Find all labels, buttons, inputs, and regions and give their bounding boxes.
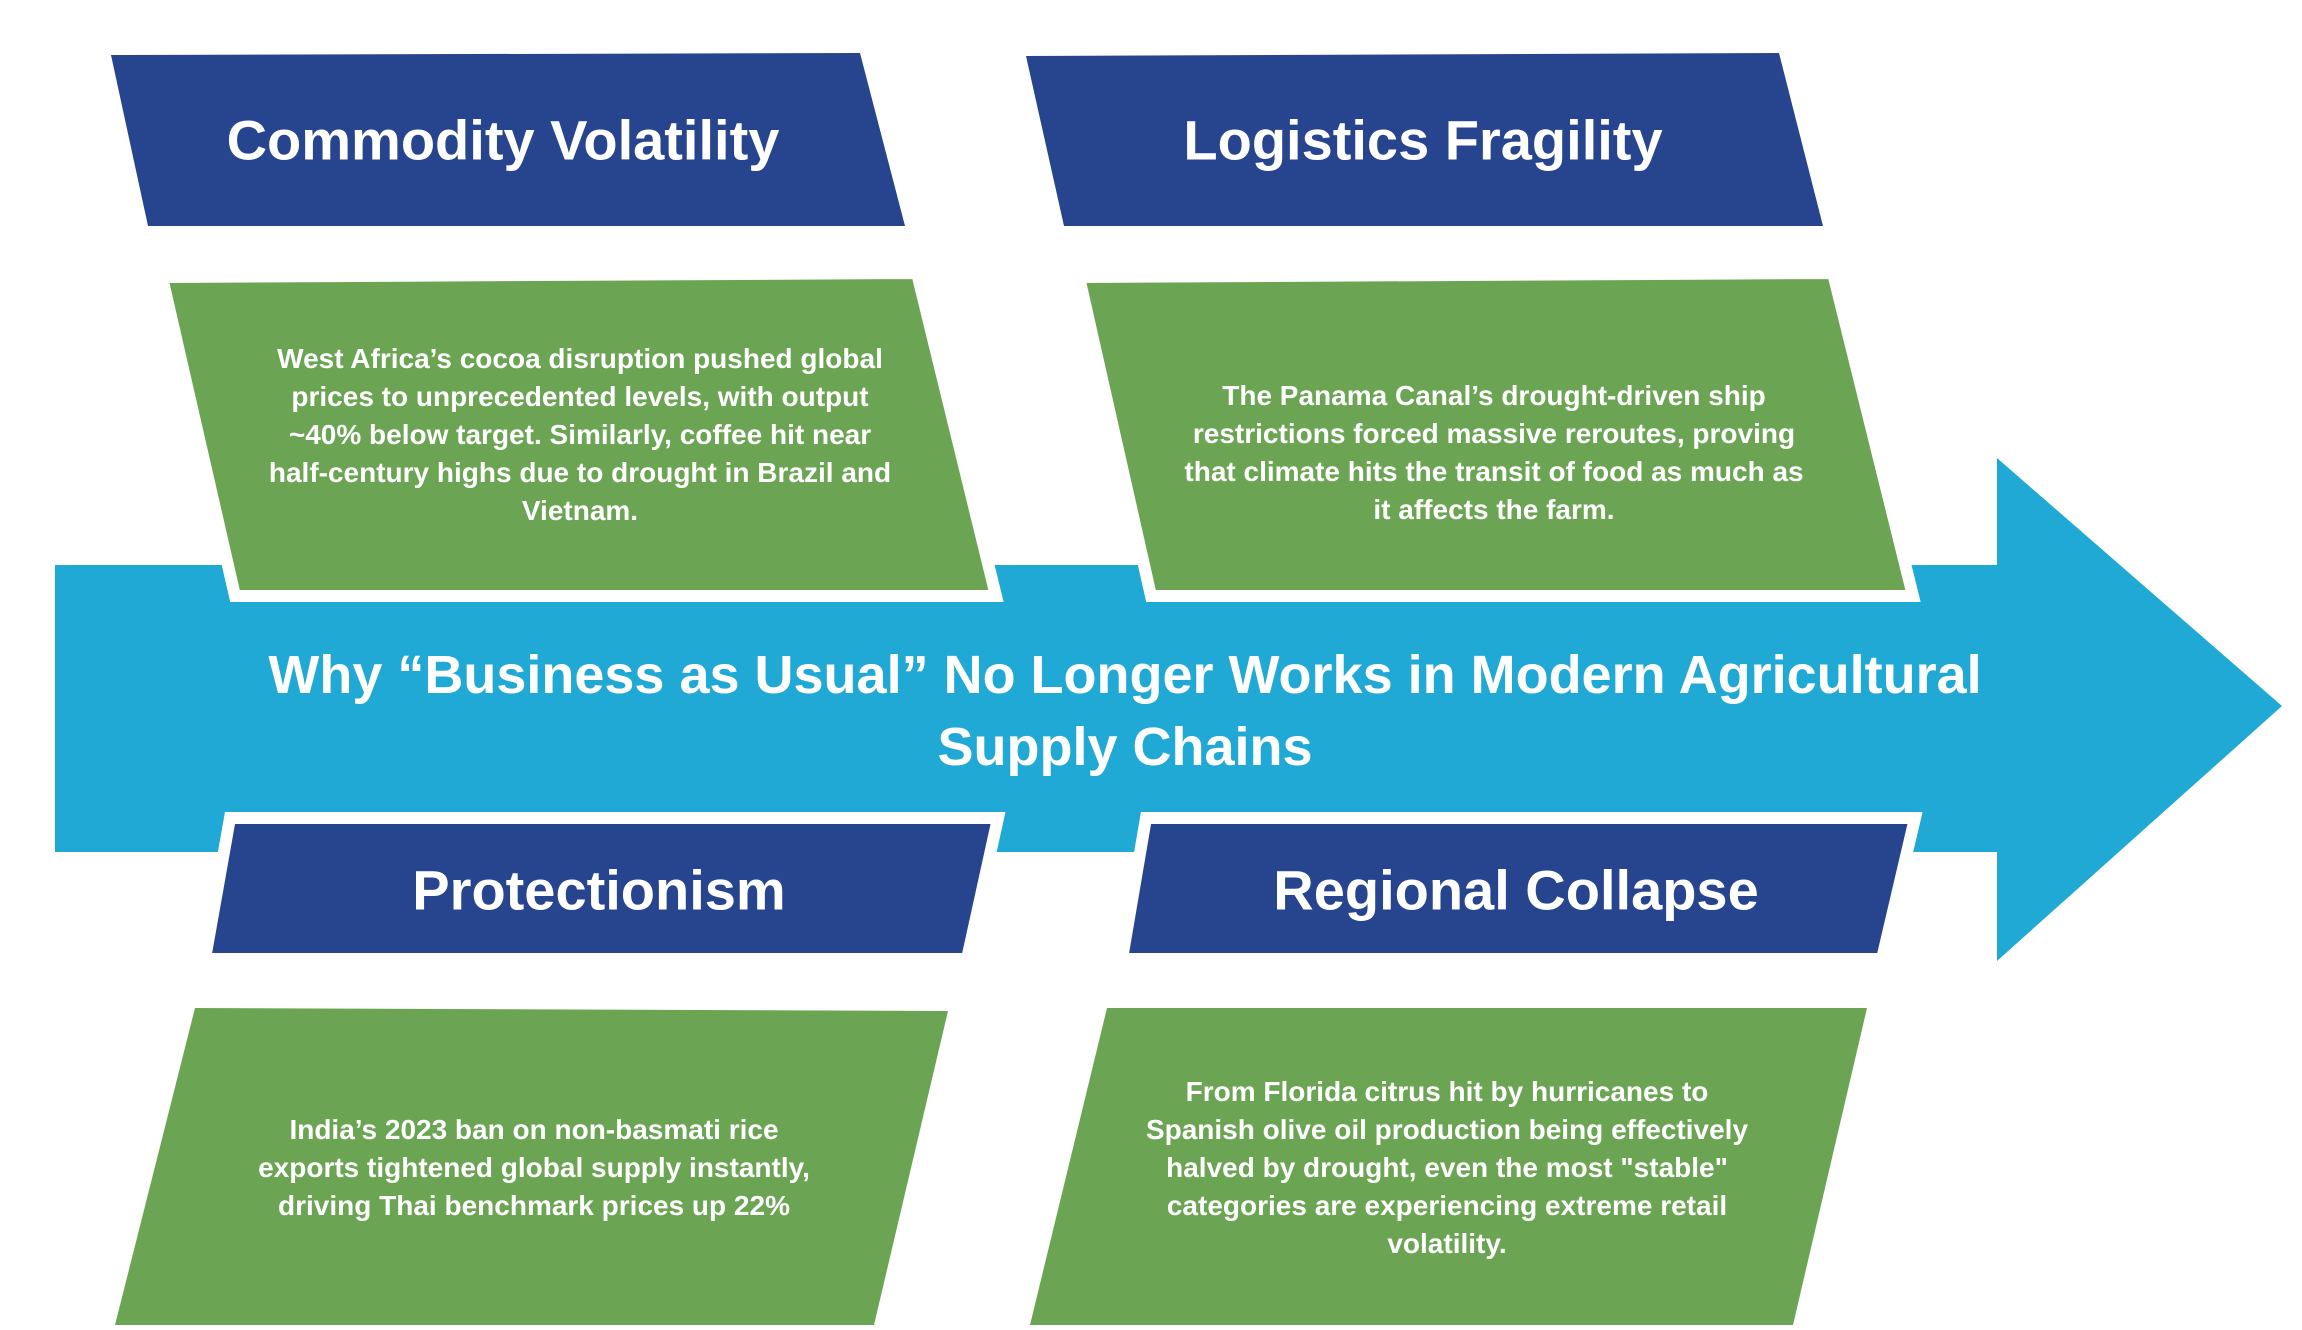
card-regional-collapse [1030,1008,1867,1325]
heading-commodity-volatility: Commodity Volatility [226,108,780,172]
card-protectionism [115,1008,948,1325]
card-logistics-fragility [1071,266,1921,602]
body-regional-collapse: From Florida citrus hit by hurricanes to… [1145,1076,1749,1259]
heading-regional-collapse: Regional Collapse [1273,858,1759,922]
header-commodity-volatility [111,53,905,226]
main-title: Why “Business as Usual” No Longer Works … [268,645,1982,777]
header-regional-collapse [1114,812,1923,965]
heading-protectionism: Protectionism [412,858,786,922]
header-protectionism [197,812,1006,965]
body-protectionism: India’s 2023 ban on non-basmati rice exp… [258,1114,810,1221]
heading-logistics-fragility: Logistics Fragility [1183,108,1663,172]
header-logistics-fragility [1026,53,1823,226]
card-commodity-volatility [154,266,1004,602]
body-commodity-volatility: West Africa’s cocoa disruption pushed gl… [268,343,892,526]
body-logistics-fragility: The Panama Canal’s drought-driven ship r… [1184,380,1804,525]
